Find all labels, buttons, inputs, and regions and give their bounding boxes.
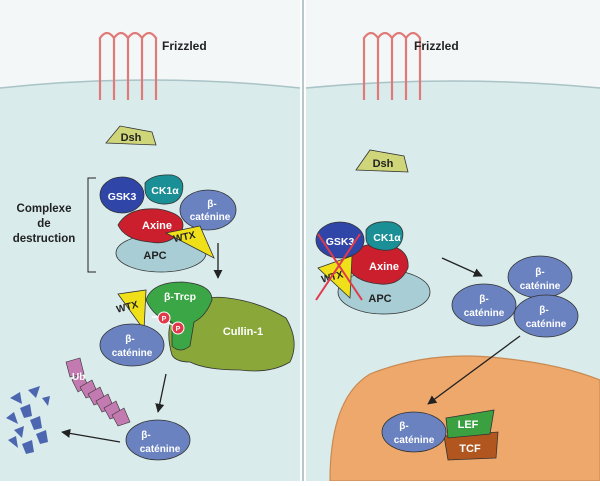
right-catenin-free-3-beta: β- — [539, 305, 548, 316]
left-catenin-degraded-label: caténine — [140, 444, 181, 455]
right-frizzled-receptor — [362, 31, 422, 100]
left-catenin-ub-beta: β- — [125, 334, 134, 345]
right-catenin-free-3-label: caténine — [526, 319, 567, 330]
complex-label-line2: de — [37, 218, 50, 230]
complex-label-line1: Complexe — [17, 203, 72, 215]
btrcp-shape — [145, 281, 213, 351]
ubiquitin-chain: Ub — [65, 357, 131, 427]
lef-shape — [445, 409, 495, 439]
lef-label: LEF — [458, 419, 479, 431]
phospho-label-1: P — [162, 316, 167, 323]
fragment — [10, 392, 22, 404]
right-catenin-free-1-beta: β- — [535, 267, 544, 278]
right-catenin-free-1-label: caténine — [520, 281, 561, 292]
arrow-to-degradation — [61, 428, 121, 443]
phospho-marker-2 — [171, 321, 185, 335]
right-catenin-nuclear-shape — [381, 411, 447, 453]
left-apc-label: APC — [143, 250, 166, 262]
fragment — [22, 440, 34, 454]
right-wtx-shape — [317, 255, 353, 299]
left-catenin-complex-beta: β- — [207, 199, 216, 210]
left-membrane — [0, 79, 301, 89]
fragment — [14, 426, 24, 438]
left-gsk3-shape — [99, 176, 145, 214]
right-catenin-free-2-label: caténine — [464, 308, 505, 319]
right-wtx-label: WTX — [320, 269, 345, 285]
right-dsh-label: Dsh — [373, 158, 394, 170]
right-catenin-free-2-beta: β- — [479, 294, 488, 305]
ub-head — [65, 357, 85, 378]
inactivated-complex: APC Axine GSK3 CK1α WTX — [315, 221, 431, 315]
right-axine-label: Axine — [369, 261, 399, 273]
ub-segment — [111, 407, 131, 427]
fragment — [42, 396, 50, 406]
left-catenin-complex-shape — [179, 189, 237, 231]
phospho-label-2: P — [176, 326, 181, 333]
left-wtx2-label: WTX — [115, 299, 140, 315]
right-catenin-free-2-shape — [451, 283, 517, 327]
left-wtx-label: WTX — [172, 230, 196, 245]
complex-label-line3: destruction — [13, 233, 76, 245]
tcf-label: TCF — [459, 443, 481, 455]
cullin-label: Cullin-1 — [223, 326, 263, 338]
left-gsk3-label: GSK3 — [108, 191, 137, 203]
inhibition-cross-2 — [315, 233, 361, 301]
inhibition-cross-1 — [317, 233, 363, 301]
arrow-to-ubiquitinated-catenin — [155, 373, 167, 413]
phospho-marker-1 — [157, 311, 171, 325]
destruction-complex: APC Axine GSK3 CK1α β- caténine WTX — [99, 174, 237, 273]
right-ck1a-label: CK1α — [373, 232, 401, 244]
complex-bracket — [87, 177, 96, 273]
left-frizzled-receptor — [98, 31, 158, 100]
right-membrane — [305, 80, 600, 89]
left-wtx2-shape — [117, 289, 147, 332]
right-apc-label: APC — [368, 293, 391, 305]
arrow-to-free-catenin — [441, 257, 483, 277]
right-gsk3-label: GSK3 — [326, 236, 355, 248]
transcription-complex: TCF LEF β- caténine — [381, 409, 499, 461]
left-axine-label: Axine — [142, 220, 172, 232]
left-catenin-complex-label: caténine — [190, 212, 231, 223]
ubiquitination-complex: Cullin-1 β-Trcp WTX β- caténine P P — [99, 281, 295, 372]
left-frizzled-label: Frizzled — [162, 39, 207, 53]
ub-label: Ub — [72, 372, 85, 383]
left-dsh-shape — [105, 125, 157, 146]
fragment — [6, 412, 18, 424]
left-catenin-degraded-beta: β- — [141, 430, 150, 441]
left-catenin-ub-label: caténine — [112, 348, 153, 359]
btrcp-label: β-Trcp — [164, 291, 196, 303]
left-wtx-shape — [164, 225, 215, 259]
fragment — [8, 436, 18, 448]
right-ck1a-shape — [365, 221, 404, 251]
fragment — [20, 404, 32, 418]
right-extracellular — [306, 0, 600, 88]
right-panel: Frizzled Dsh APC Axine GSK3 CK1α WTX β- … — [305, 0, 600, 482]
right-catenin-nuclear-label: caténine — [394, 435, 435, 446]
left-ck1a-label: CK1α — [151, 185, 179, 197]
left-ck1a-shape — [144, 174, 184, 205]
left-dsh-label: Dsh — [121, 132, 142, 144]
left-panel: Frizzled Dsh Complexe de destruction APC… — [0, 0, 301, 481]
right-dsh-shape — [355, 149, 409, 173]
right-catenin-nuclear-beta: β- — [399, 421, 408, 432]
right-catenin-free-3-shape — [513, 294, 579, 338]
fragment — [30, 416, 42, 430]
arrow-to-nucleus — [427, 335, 521, 405]
degradation-fragments — [6, 386, 50, 454]
right-frizzled-label: Frizzled — [414, 39, 459, 53]
left-extracellular — [0, 0, 300, 88]
left-catenin-ub-shape — [99, 323, 165, 367]
left-catenin-degraded-shape — [125, 419, 191, 461]
fragment — [28, 386, 40, 398]
fragment — [36, 430, 48, 444]
